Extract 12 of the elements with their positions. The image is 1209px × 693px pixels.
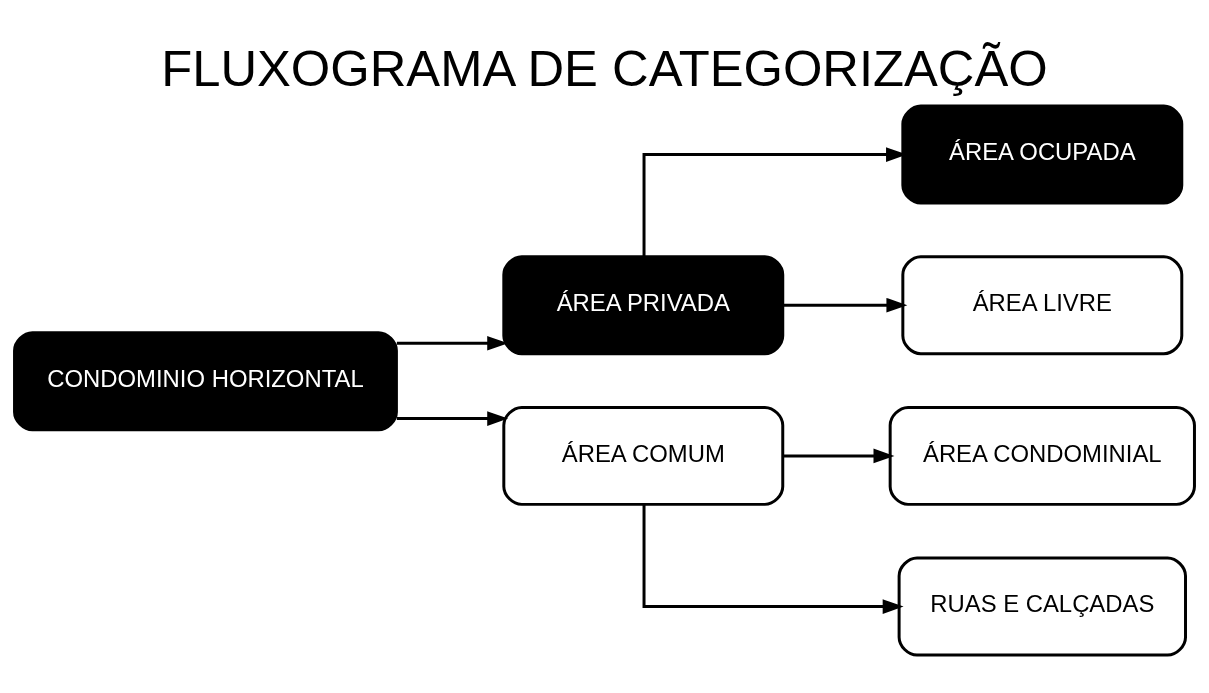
node-box: CONDOMINIO HORIZONTAL <box>13 330 398 431</box>
diagram-title: FLUXOGRAMA DE CATEGORIZAÇÃO <box>161 39 1048 97</box>
arrow <box>782 448 895 463</box>
node-box: ÁREA COMUM <box>502 405 785 506</box>
node-box: ÁREA OCUPADA <box>901 104 1184 205</box>
node-box: ÁREA PRIVADA <box>502 254 785 355</box>
node-box: ÁREA CONDOMINIAL <box>888 405 1196 506</box>
arrow <box>396 410 509 426</box>
node-box: RUAS E CALÇADAS <box>897 556 1187 656</box>
arrow <box>642 503 904 614</box>
arrow <box>782 297 908 313</box>
node-box: ÁREA LIVRE <box>901 254 1184 355</box>
